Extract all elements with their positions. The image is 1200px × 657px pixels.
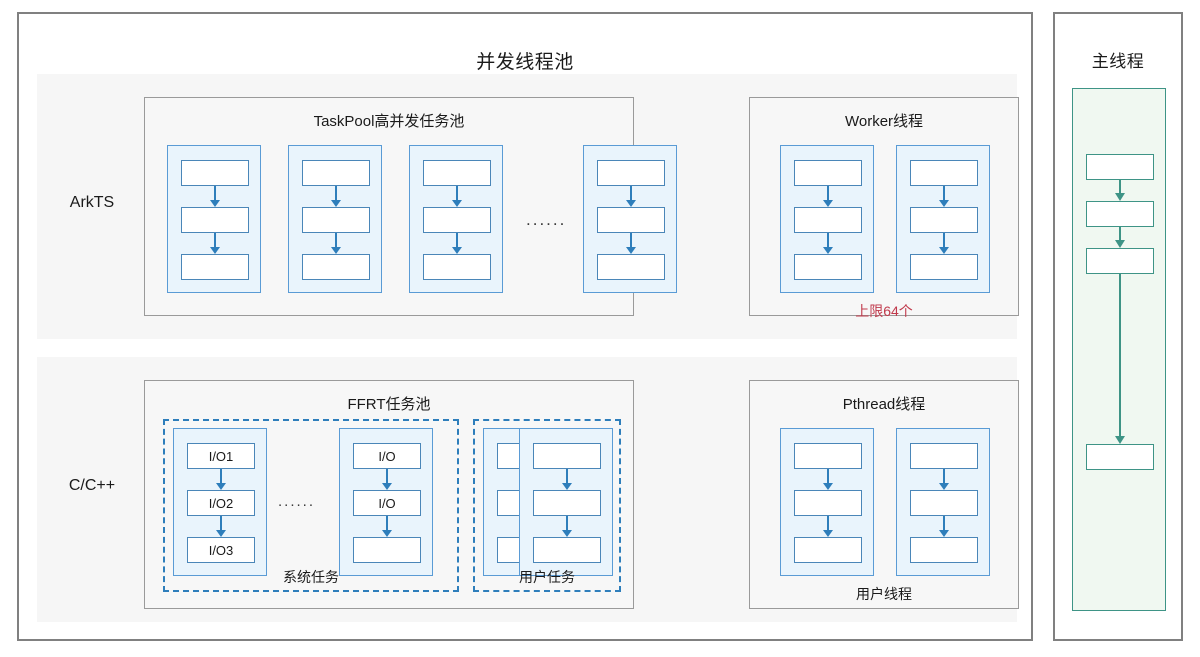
flow-arrow-icon-long — [1115, 274, 1125, 444]
task-box[interactable] — [794, 537, 862, 563]
task-box[interactable] — [910, 160, 978, 186]
flow-arrow-icon — [331, 233, 341, 254]
main-thread-panel: 主线程 — [1053, 12, 1183, 641]
task-box[interactable] — [910, 490, 978, 516]
concurrent-thread-pool-panel: 并发线程池 ArkTS TaskPool高并发任务池 — [17, 12, 1033, 641]
language-band-cpp: C/C++ FFRT任务池 I/O1 I/O2 — [37, 357, 1019, 622]
task-box[interactable] — [181, 254, 249, 280]
task-box[interactable] — [597, 160, 665, 186]
flow-arrow-icon — [939, 469, 949, 490]
main-thread-box[interactable] — [1086, 201, 1154, 227]
main-thread-box[interactable] — [1086, 154, 1154, 180]
task-box[interactable]: I/O3 — [187, 537, 255, 563]
flow-arrow-icon — [452, 233, 462, 254]
task-box[interactable] — [302, 254, 370, 280]
page-title: 并发线程池 — [476, 52, 574, 73]
flow-arrow-icon — [823, 516, 833, 537]
main-thread-box[interactable] — [1086, 444, 1154, 470]
task-box[interactable] — [423, 160, 491, 186]
flow-arrow-icon — [626, 233, 636, 254]
dashed-group-user-tasks — [473, 419, 621, 592]
worker-limit-note: 上限64个 — [855, 303, 913, 319]
task-box[interactable]: I/O — [353, 443, 421, 469]
thread-column[interactable] — [896, 428, 990, 576]
task-box[interactable]: I/O2 — [187, 490, 255, 516]
flow-arrow-icon — [1115, 180, 1125, 201]
flow-arrow-icon — [939, 233, 949, 254]
flow-arrow-icon — [210, 186, 220, 207]
group-title-ffrt: FFRT任务池 — [347, 396, 431, 413]
task-box[interactable] — [910, 207, 978, 233]
group-taskpool: TaskPool高并发任务池 — [144, 97, 677, 316]
flow-arrow-icon — [823, 233, 833, 254]
thread-column[interactable]: I/O1 I/O2 I/O3 — [173, 428, 267, 576]
caption-user-threads: 用户线程 — [856, 586, 912, 602]
dashed-group-system-tasks — [163, 419, 459, 592]
flow-arrow-icon — [562, 469, 572, 490]
task-box[interactable] — [533, 443, 601, 469]
flow-arrow-icon — [1115, 227, 1125, 248]
task-box[interactable] — [423, 254, 491, 280]
group-worker-thread: Worker线程 — [749, 97, 1019, 319]
group-title-taskpool: TaskPool高并发任务池 — [313, 113, 465, 130]
group-ffrt-task-pool: FFRT任务池 I/O1 I/O2 I/O3 ... — [144, 380, 634, 609]
caption-user-tasks: 用户任务 — [519, 569, 575, 585]
thread-column[interactable] — [167, 145, 261, 293]
task-box[interactable] — [794, 443, 862, 469]
group-pthread-thread: Pthread线程 — [749, 380, 1019, 609]
task-box[interactable] — [794, 490, 862, 516]
thread-column[interactable] — [519, 428, 613, 576]
task-box[interactable] — [910, 254, 978, 280]
flow-arrow-icon — [939, 516, 949, 537]
flow-arrow-icon — [210, 233, 220, 254]
thread-column[interactable] — [288, 145, 382, 293]
band-label-arkts: ArkTS — [69, 194, 115, 211]
ellipsis-dots: ...... — [278, 493, 316, 510]
task-box[interactable] — [910, 443, 978, 469]
task-box[interactable] — [794, 207, 862, 233]
flow-arrow-icon — [382, 516, 392, 537]
task-box[interactable] — [794, 160, 862, 186]
flow-arrow-icon — [216, 516, 226, 537]
flow-arrow-icon — [452, 186, 462, 207]
group-title-pthread: Pthread线程 — [842, 396, 926, 413]
task-box[interactable] — [302, 160, 370, 186]
language-band-arkts: ArkTS TaskPool高并发任务池 — [37, 74, 1019, 339]
task-box[interactable] — [423, 207, 491, 233]
group-title-worker: Worker线程 — [844, 113, 924, 130]
task-box[interactable] — [533, 490, 601, 516]
thread-column[interactable] — [780, 145, 874, 293]
flow-arrow-icon — [939, 186, 949, 207]
flow-arrow-icon — [823, 469, 833, 490]
task-box[interactable] — [910, 537, 978, 563]
task-box[interactable]: I/O1 — [187, 443, 255, 469]
task-box[interactable]: I/O — [353, 490, 421, 516]
flow-arrow-icon — [626, 186, 636, 207]
flow-arrow-icon — [823, 186, 833, 207]
thread-column[interactable] — [896, 145, 990, 293]
task-box[interactable] — [181, 207, 249, 233]
flow-arrow-icon — [382, 469, 392, 490]
task-box[interactable] — [302, 207, 370, 233]
main-thread-box[interactable] — [1086, 248, 1154, 274]
task-box[interactable] — [181, 160, 249, 186]
task-box[interactable] — [353, 537, 421, 563]
main-thread-title: 主线程 — [1091, 52, 1145, 71]
flow-arrow-icon — [331, 186, 341, 207]
flow-arrow-icon — [216, 469, 226, 490]
task-box[interactable] — [597, 254, 665, 280]
flow-arrow-icon — [562, 516, 572, 537]
task-box[interactable] — [794, 254, 862, 280]
caption-system-tasks: 系统任务 — [283, 569, 339, 585]
band-label-cpp: C/C++ — [68, 477, 116, 494]
main-thread-column[interactable] — [1072, 88, 1166, 611]
task-box[interactable] — [533, 537, 601, 563]
thread-column[interactable] — [409, 145, 503, 293]
thread-column[interactable] — [583, 145, 677, 293]
thread-column[interactable] — [780, 428, 874, 576]
thread-column[interactable]: I/O I/O — [339, 428, 433, 576]
ellipsis-dots: ...... — [526, 210, 567, 229]
task-box[interactable] — [597, 207, 665, 233]
